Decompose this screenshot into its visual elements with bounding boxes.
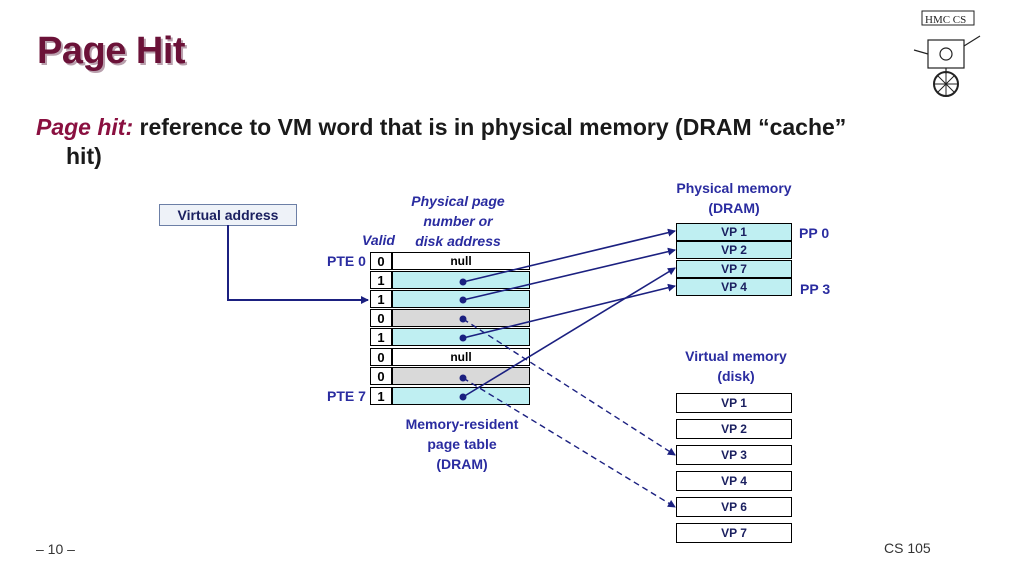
hmc-cs-logo: HMC CS [913, 10, 981, 97]
pte-row-0: 0 null [370, 252, 530, 270]
pte-row-5: 0 null [370, 348, 530, 366]
addr-header-line2: number or [423, 213, 493, 229]
pp-row-2: VP 7 [676, 260, 792, 278]
subtitle-line2: hit) [66, 143, 102, 169]
logo-text: HMC CS [925, 14, 966, 26]
subtitle-line1: reference to VM word that is in physical… [133, 114, 847, 140]
pm-title-line2: (DRAM) [708, 200, 760, 216]
vd-row-0: VP 1 [676, 393, 792, 413]
caption-line3: (DRAM) [436, 456, 488, 472]
arrow-pte2-vp2 [462, 247, 676, 301]
pte-valid-0: 0 [370, 252, 392, 270]
valid-header: Valid [362, 232, 395, 248]
vd-row-1: VP 2 [676, 419, 792, 439]
pte-valid-7: 1 [370, 387, 392, 405]
addr-header: Physical page number or disk address [398, 191, 518, 251]
subtitle: Page hit: reference to VM word that is i… [36, 113, 976, 171]
pp-row-1: VP 2 [676, 241, 792, 259]
caption-line2: page table [427, 436, 497, 452]
arrow-pte4-vp4 [462, 283, 676, 339]
page-number: – 10 – [36, 541, 75, 557]
vm-title-line1: Virtual memory [685, 348, 787, 364]
pte-addr-5: null [392, 348, 530, 366]
pp-row-3: VP 4 [676, 278, 792, 296]
pte-valid-3: 0 [370, 309, 392, 327]
pte7-label: PTE 7 [327, 388, 366, 404]
vd-row-2: VP 3 [676, 445, 792, 465]
pp-row-0: VP 1 [676, 223, 792, 241]
page-table-caption: Memory-resident page table (DRAM) [392, 414, 532, 474]
pte-valid-5: 0 [370, 348, 392, 366]
pte-valid-2: 1 [370, 290, 392, 308]
addr-header-line3: disk address [415, 233, 501, 249]
arrow-pte3-disk-vp3 [462, 318, 676, 456]
pte0-label: PTE 0 [327, 253, 366, 269]
virtual-address-box: Virtual address [159, 204, 297, 226]
vd-row-4: VP 6 [676, 497, 792, 517]
pte-addr-0: null [392, 252, 530, 270]
caption-line1: Memory-resident [405, 416, 519, 432]
physical-memory-title: Physical memory (DRAM) [666, 178, 802, 218]
arrow-pte1-vp1 [462, 228, 676, 283]
virtual-memory-title: Virtual memory (disk) [666, 346, 806, 386]
pte-valid-6: 0 [370, 367, 392, 385]
vm-title-line2: (disk) [717, 368, 755, 384]
pp3-label: PP 3 [800, 281, 831, 297]
pm-title-line1: Physical memory [676, 180, 792, 196]
slide-title: Page Hit [37, 30, 186, 72]
virtual-address-arrow [227, 225, 369, 304]
vd-row-3: VP 4 [676, 471, 792, 491]
course-label: CS 105 [884, 540, 931, 556]
vd-row-5: VP 7 [676, 523, 792, 543]
addr-header-line1: Physical page [411, 193, 505, 209]
arrow-pte6-disk-vp6 [462, 377, 676, 508]
pte-valid-1: 1 [370, 271, 392, 289]
pte-valid-4: 1 [370, 328, 392, 346]
subtitle-term: Page hit: [36, 114, 134, 140]
pp0-label: PP 0 [799, 225, 830, 241]
arrow-pte7-vp7 [462, 267, 676, 398]
